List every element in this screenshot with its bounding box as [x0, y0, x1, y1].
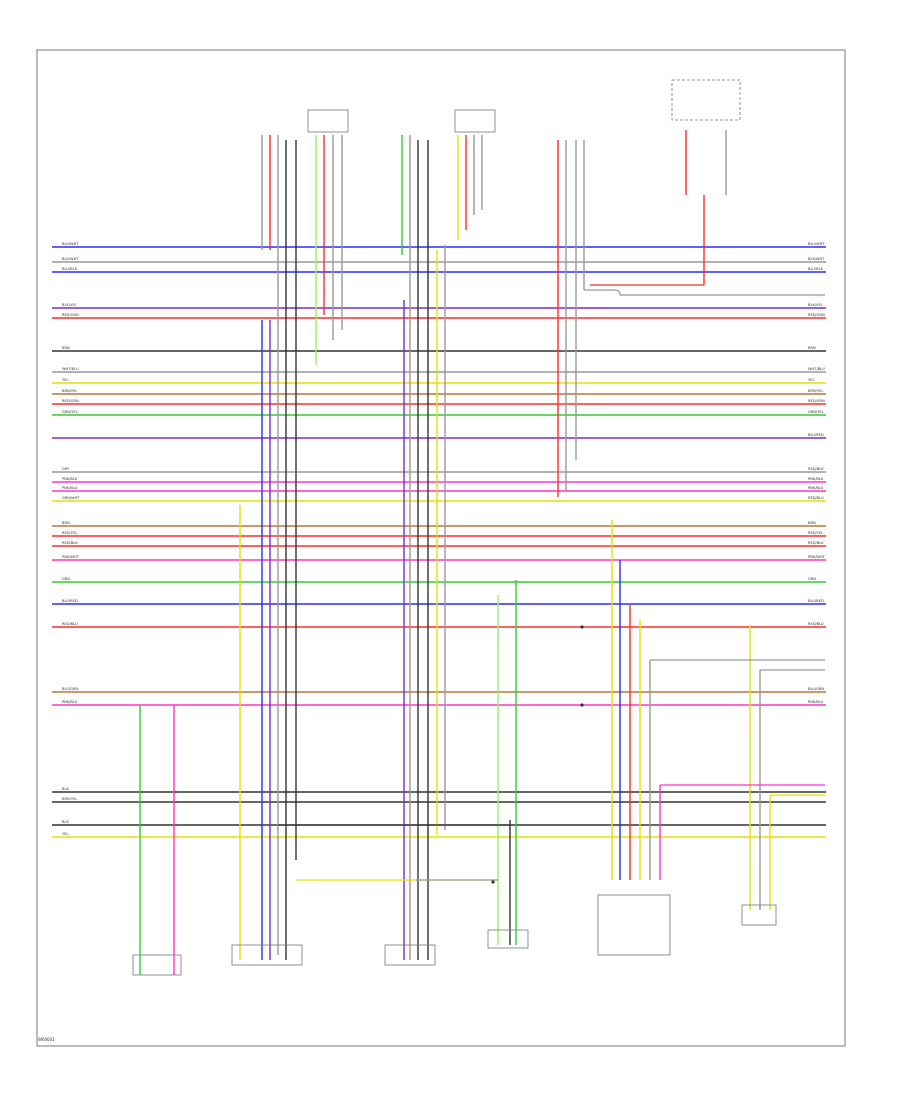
- wire-label-left: GRY: [62, 467, 70, 471]
- wire-label-right: RED/GRN: [808, 399, 825, 403]
- wire-label-right: BLU/RED: [808, 433, 824, 437]
- wire-label-right: RED/BLU: [808, 496, 824, 500]
- wire-label-right: BRN/YEL: [808, 389, 823, 393]
- wire-label-right: BLU/WHT: [808, 242, 825, 246]
- component-box: [741, 904, 777, 926]
- wire-label-left: YEL: [62, 832, 68, 836]
- wire-label-right: PNK/BLU: [808, 486, 824, 490]
- wire-labels: BLU/WHT BLU/WHT BLK/WHT BLK/WHT BLU/BLK BLU/B…: [62, 242, 826, 836]
- horizontal-jumpers: [278, 284, 825, 881]
- wire-label-right: PNK/BLK: [808, 477, 824, 481]
- wire-label-left: RED/BLU: [62, 622, 78, 626]
- wire-label-left: BRN: [62, 521, 70, 525]
- diagram-id: W66601: [38, 1037, 55, 1042]
- wire-label-right: BLK/VIO: [808, 303, 823, 307]
- splice-dot: [580, 703, 584, 707]
- wire-label-right: RED/BLU: [808, 622, 824, 626]
- component-box: [487, 929, 529, 949]
- jumper-wire: [584, 289, 825, 296]
- wire-label-right: BLU/GRN: [808, 687, 824, 691]
- wire-label-left: BLK/VIO: [62, 303, 77, 307]
- wire-label-left: RED/GRN: [62, 313, 79, 317]
- wire-label-left: BLU/WHT: [62, 242, 79, 246]
- wire-label-left: BRN: [62, 346, 70, 350]
- wire-label-left: BLU/BLK: [62, 267, 78, 271]
- wire-label-right: BLU/RED: [808, 599, 824, 603]
- component-box: [132, 954, 182, 976]
- wire-label-left: RED/BLK: [62, 541, 78, 545]
- diagram-frame: [36, 49, 846, 1047]
- splice-dots: [491, 625, 584, 884]
- vertical-wires: [139, 130, 771, 975]
- component-box: [384, 944, 436, 966]
- horizontal-wires: [52, 246, 826, 838]
- wire-label-right: RED/GRN: [808, 313, 825, 317]
- component-box: [597, 894, 671, 956]
- wire-label-right: GRN/YEL: [808, 410, 824, 414]
- wire-label-right: YEL: [808, 378, 814, 382]
- wire-label-left: BLU/RED: [62, 599, 78, 603]
- components: [132, 79, 777, 976]
- wire-label-left: PNK/BLK: [62, 477, 78, 481]
- wire-label-right: PNK/BLU: [808, 700, 824, 704]
- wire-label-right: BRN: [808, 346, 816, 350]
- wire-label-left: WHT/BLU: [62, 367, 79, 371]
- wire-label-left: PNK/BLU: [62, 700, 78, 704]
- wire-label-right: BLK/WHT: [808, 257, 825, 261]
- component-box: [307, 109, 349, 133]
- wire-label-left: BLK: [62, 787, 69, 791]
- component-box: [454, 109, 496, 133]
- splice-dot: [491, 880, 495, 884]
- wire-label-left: BRN/YEL: [62, 389, 77, 393]
- wire-label-right: RED/BLK: [808, 541, 824, 545]
- wire-label-left: RED/GRN: [62, 399, 79, 403]
- wire-label-left: BLK/WHT: [62, 257, 79, 261]
- wire-label-left: PNK/WHT: [62, 555, 80, 559]
- wire-label-right: PNK/WHT: [808, 555, 826, 559]
- wire-label-left: BLK: [62, 820, 69, 824]
- wire-label-right: RED/YEL: [808, 531, 823, 535]
- wire-label-right: WHT/BLU: [808, 367, 825, 371]
- component-box: [671, 79, 741, 121]
- wire-label-left: GRN: [62, 577, 70, 581]
- splice-dot: [580, 625, 584, 629]
- wire-label-right: RED/BLK: [808, 467, 824, 471]
- wire-label-right: BRN: [808, 521, 816, 525]
- wire-label-left: PNK/BLU: [62, 486, 78, 490]
- wire-label-left: BLU/GRN: [62, 687, 78, 691]
- component-box: [231, 944, 303, 966]
- wire-label-right: BLU/BLK: [808, 267, 824, 271]
- wire-label-left: YEL: [62, 378, 68, 382]
- wire-label-left: GRN/WHT: [62, 496, 80, 500]
- wire-label-left: RED/YEL: [62, 531, 77, 535]
- wire-label-left: BRN/YEL: [62, 797, 77, 801]
- wire-label-left: GRN/YEL: [62, 410, 78, 414]
- wire-label-right: GRN: [808, 577, 816, 581]
